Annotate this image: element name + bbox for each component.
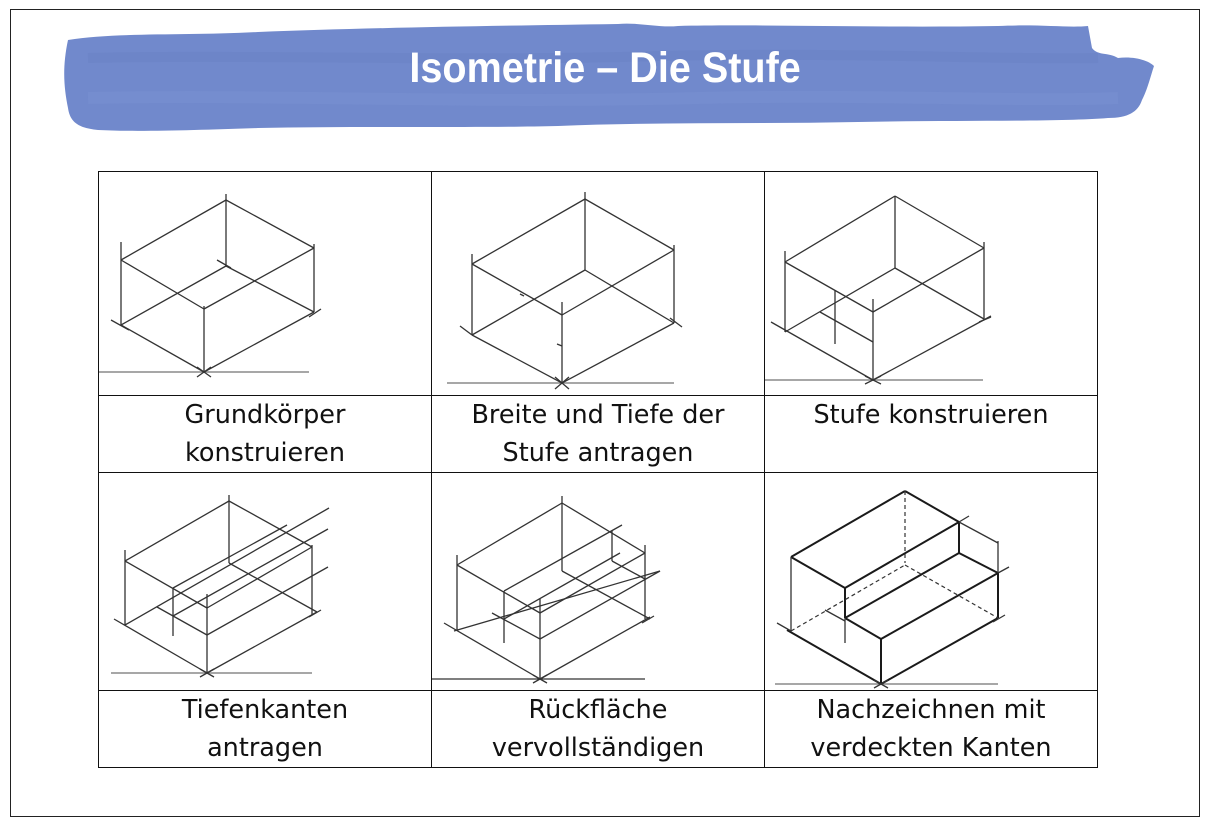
step-4-caption-line2: antragen [207, 733, 323, 763]
isometric-box-step-construction-drawing [765, 195, 992, 385]
step-3-illustration [764, 171, 1098, 396]
step-4-caption-line1: Tiefenkanten [181, 695, 349, 725]
step-2-caption: Breite und Tiefe der Stufe antragen [431, 395, 765, 473]
page-title: Isometrie – Die Stufe [409, 44, 801, 92]
step-1-caption-line2: konstruieren [185, 438, 345, 468]
title-banner [58, 18, 1158, 138]
isometric-back-face-drawing [432, 496, 661, 684]
step-6-caption-line1: Nachzeichnen mit [816, 695, 1046, 725]
step-6-illustration [764, 472, 1098, 691]
step-4-caption: Tiefenkanten antragen [98, 690, 432, 768]
isometric-depth-edges-drawing [111, 495, 330, 678]
step-4-illustration [98, 472, 432, 691]
step-1-caption-line1: Grundkörper [184, 400, 346, 430]
step-5-caption-line1: Rückfläche [528, 695, 668, 725]
isometric-base-box-drawing [99, 194, 322, 378]
step-6-caption-line2: verdeckten Kanten [810, 733, 1052, 763]
step-3-caption-line1: Stufe konstruieren [813, 400, 1049, 430]
step-5-caption-line2: vervollständigen [491, 733, 705, 763]
step-2-caption-line2: Stufe antragen [502, 438, 694, 468]
step-3-caption: Stufe konstruieren [764, 395, 1098, 473]
brush-stroke-shape [64, 23, 1154, 131]
step-5-caption: Rückfläche vervollständigen [431, 690, 765, 768]
isometric-step-final-drawing [775, 490, 1010, 689]
step-1-caption: Grundkörper konstruieren [98, 395, 432, 473]
step-1-illustration [98, 171, 432, 396]
step-2-illustration [431, 171, 765, 396]
steps-table: Grundkörper konstruieren Breite und Tief… [98, 171, 1098, 768]
step-5-illustration [431, 472, 765, 691]
step-6-caption: Nachzeichnen mit verdeckten Kanten [764, 690, 1098, 768]
step-2-caption-line1: Breite und Tiefe der [471, 400, 725, 430]
isometric-box-step-marks-drawing [447, 192, 683, 390]
